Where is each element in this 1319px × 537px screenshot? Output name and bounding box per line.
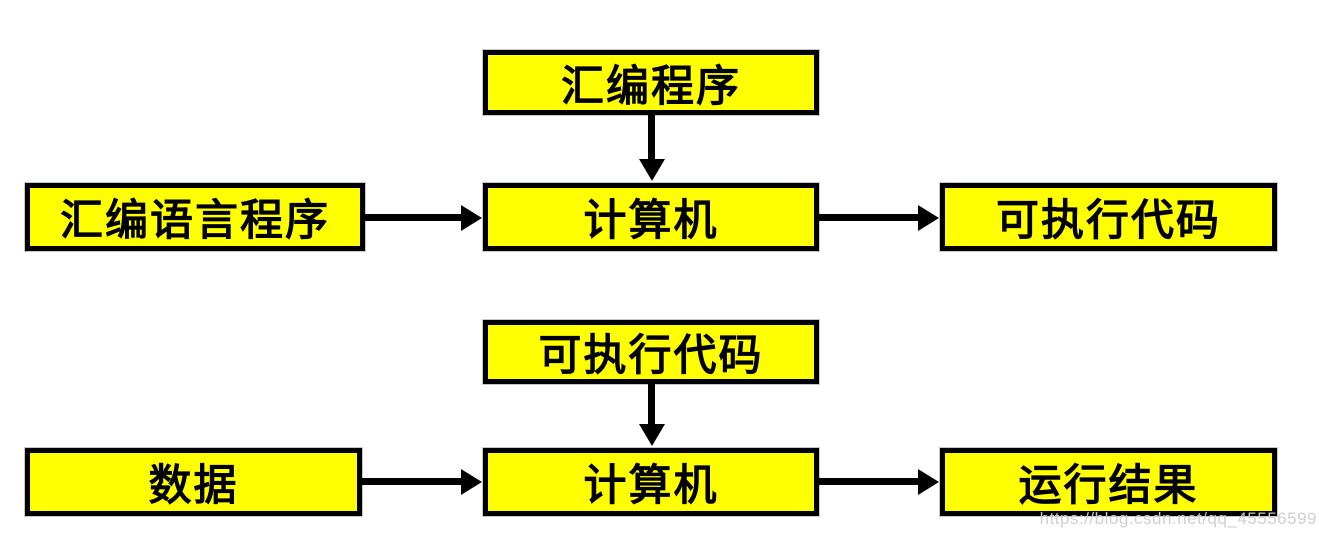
node-computer-2: 计算机 — [482, 447, 820, 517]
arrow-computer-to-result — [819, 478, 919, 485]
node-assembly-language-program: 汇编语言程序 — [24, 182, 366, 252]
node-run-result: 运行结果 — [939, 447, 1278, 517]
csdn-watermark: https://blog.csdn.net/qq_45556599 — [1039, 509, 1317, 528]
node-data: 数据 — [24, 447, 363, 517]
node-computer-1: 计算机 — [482, 182, 820, 252]
node-assembler-program: 汇编程序 — [482, 49, 820, 116]
node-executable-code-input: 可执行代码 — [482, 319, 820, 385]
arrow-data-to-computer — [362, 478, 462, 485]
arrow-assembler-to-computer — [648, 114, 655, 160]
node-executable-code-output: 可执行代码 — [939, 182, 1278, 252]
arrow-computer-to-executable — [819, 214, 919, 221]
arrow-source-to-computer — [365, 214, 462, 221]
arrow-executable-to-computer — [648, 384, 655, 425]
